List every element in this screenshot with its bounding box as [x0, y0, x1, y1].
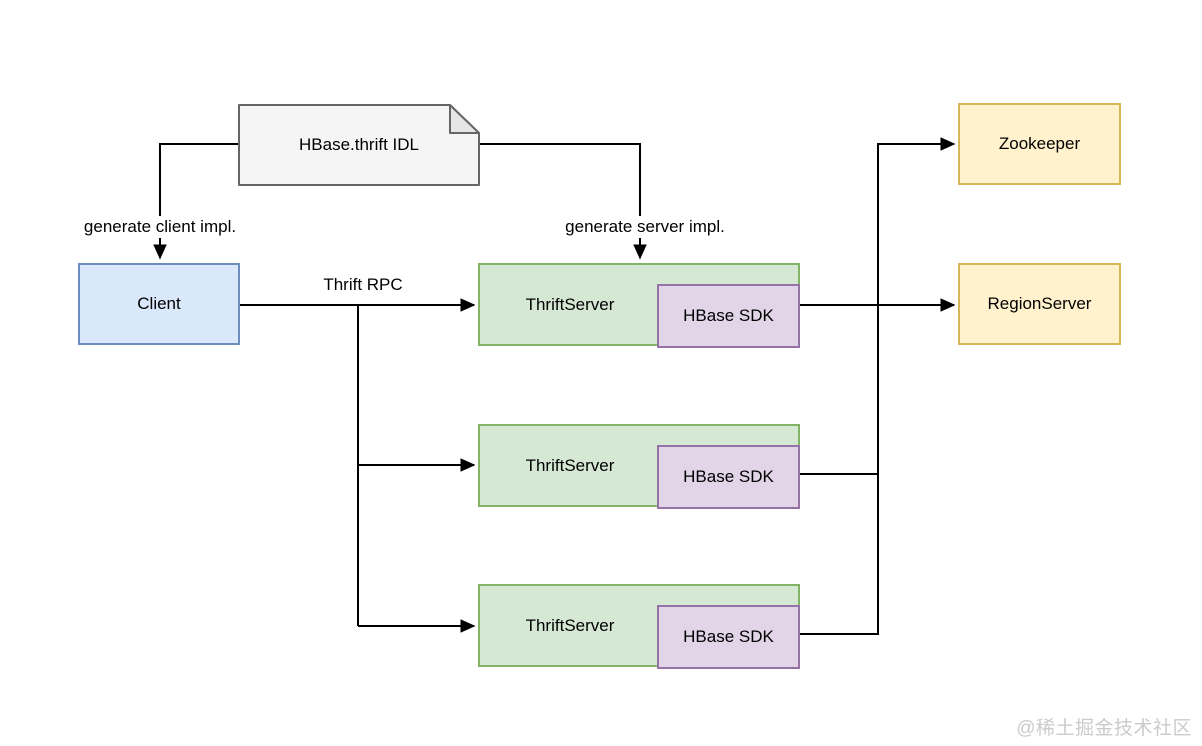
node-client: Client: [78, 263, 240, 345]
node-hbase-sdk-1: HBase SDK: [657, 284, 800, 348]
zookeeper-label: Zookeeper: [998, 134, 1081, 153]
node-thriftserver-2: ThriftServer HBase SDK: [478, 424, 800, 509]
idl-label: HBase.thrift IDL: [299, 135, 419, 154]
regionserver-label: RegionServer: [987, 294, 1092, 313]
thriftserver-2-label: ThriftServer: [525, 455, 615, 475]
node-zookeeper: Zookeeper: [958, 103, 1121, 185]
client-label: Client: [137, 294, 181, 313]
hbase-sdk-3-label: HBase SDK: [683, 627, 774, 646]
node-regionserver: RegionServer: [958, 263, 1121, 345]
edge-idl-to-thriftserver-1: [479, 143, 647, 260]
edge-idl-to-client: [153, 143, 239, 260]
hbase-sdk-2-label: HBase SDK: [683, 467, 774, 486]
label-generate-server-impl: generate server impl.: [562, 216, 728, 238]
hbase-sdk-1-label: HBase SDK: [683, 306, 774, 325]
watermark: @稀土掘金技术社区: [1016, 718, 1192, 739]
node-thriftserver-3: ThriftServer HBase SDK: [478, 584, 800, 669]
node-thriftserver-1: ThriftServer HBase SDK: [478, 263, 800, 348]
node-hbase-sdk-2: HBase SDK: [657, 445, 800, 509]
label-thrift-rpc: Thrift RPC: [320, 274, 406, 296]
label-generate-client-impl: generate client impl.: [80, 216, 240, 238]
edge-trunk-to-zookeeper: [799, 137, 956, 635]
node-hbase-thrift-idl: HBase.thrift IDL: [238, 104, 480, 186]
thriftserver-3-label: ThriftServer: [525, 615, 615, 635]
thriftserver-1-label: ThriftServer: [525, 294, 615, 314]
document-icon: [238, 104, 480, 186]
node-hbase-sdk-3: HBase SDK: [657, 605, 800, 669]
